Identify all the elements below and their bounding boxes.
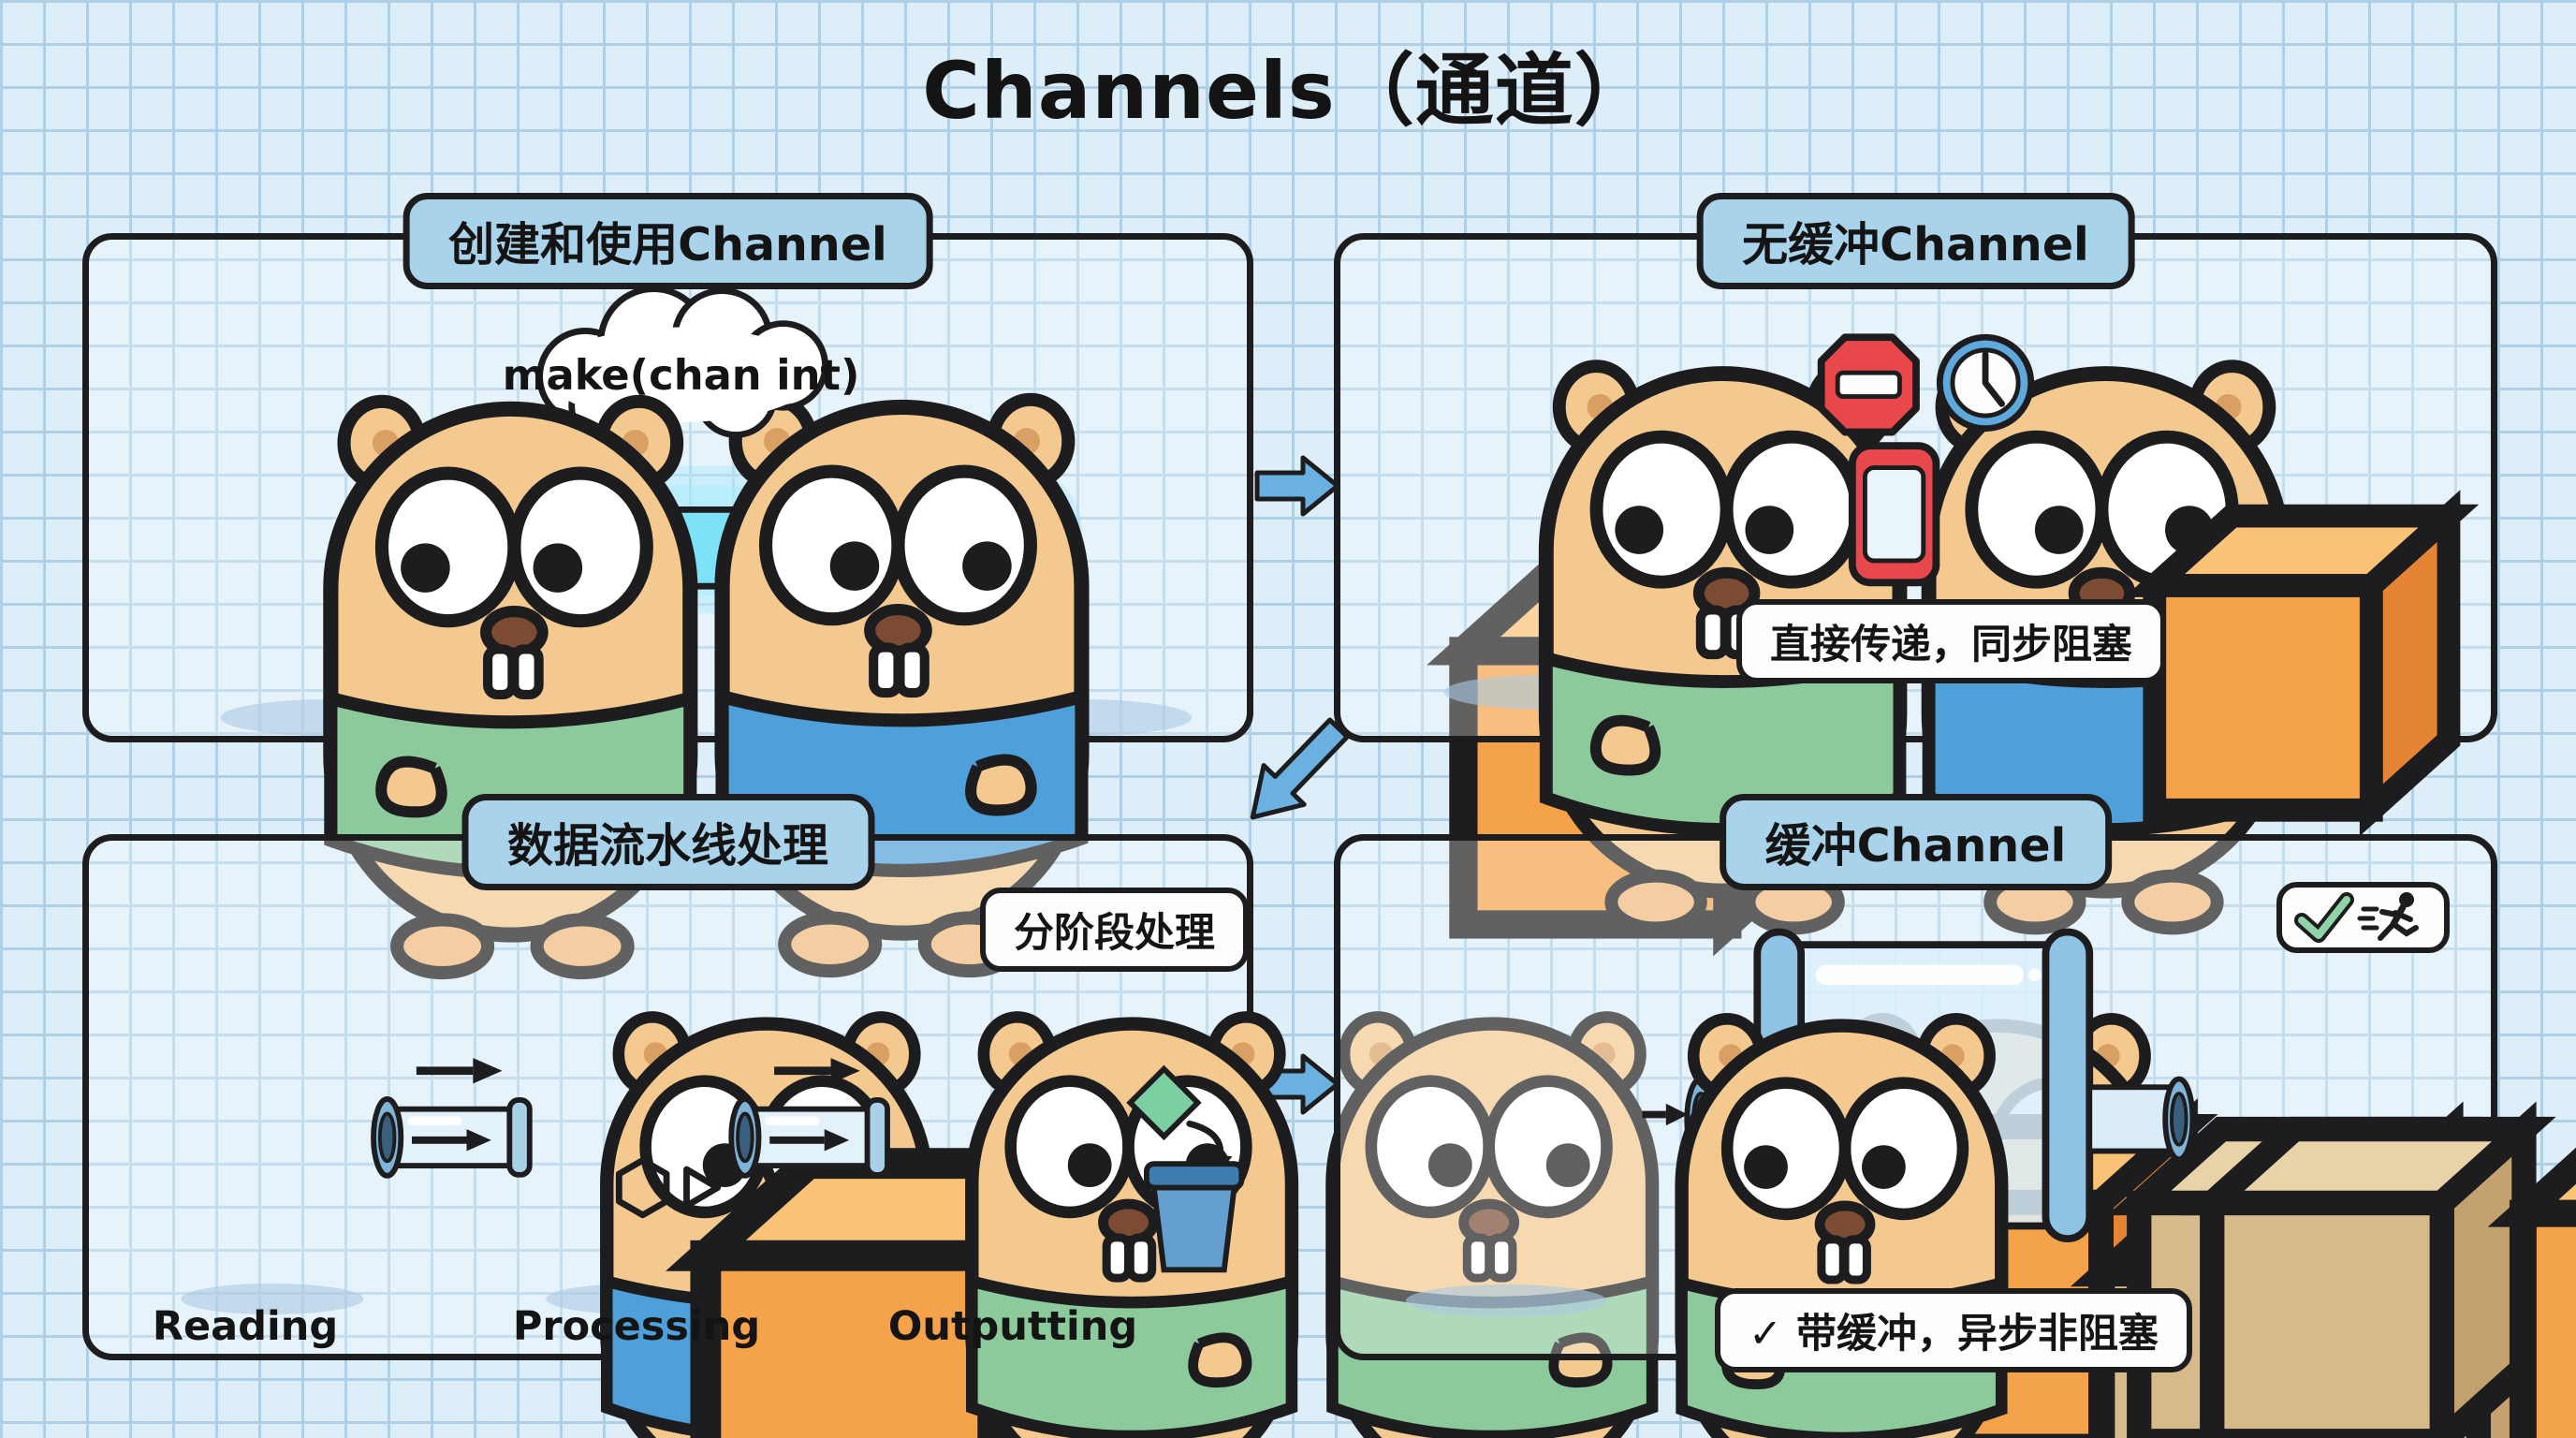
caption-check-glyph: ✓ xyxy=(1749,1311,1783,1357)
arrow-unbuffered-to-pipeline xyxy=(1250,717,1350,820)
buffered-channel-scene xyxy=(1405,928,2491,1354)
receiver-gopher-green xyxy=(1682,1019,2002,1438)
clock-icon xyxy=(1936,333,2035,433)
data-box-orange xyxy=(2155,516,2449,810)
pipeline-scene xyxy=(181,841,1247,1354)
processing-gopher-green xyxy=(972,1017,1292,1438)
outlet-pipe xyxy=(2086,1076,2196,1163)
gopher-shadow xyxy=(1405,1284,1607,1317)
pipe-valve-with-box xyxy=(1848,442,2449,810)
check-runner-icons xyxy=(2293,892,2419,943)
gopher-shadow xyxy=(181,1283,364,1315)
flow-arrow xyxy=(1642,1103,1689,1126)
unbuffered-caption: 直接传递，同步阻塞 xyxy=(1736,599,2166,683)
stage-label-processing: Processing xyxy=(512,1303,761,1350)
pipeline-panel-title-badge: 数据流水线处理 xyxy=(461,794,875,890)
create-channel-scene: make(chan int) xyxy=(220,286,1247,736)
buffered-caption: ✓ 带缓冲，异步非阻塞 xyxy=(1715,1288,2193,1372)
stage-label-reading: Reading xyxy=(152,1303,339,1350)
buffered-crate xyxy=(2212,1129,2524,1438)
stage-label-outputting: Outputting xyxy=(887,1303,1138,1350)
buffered-panel-title-badge: 缓冲Channel xyxy=(1719,794,2113,890)
pipeline-pipe-1 xyxy=(371,1096,533,1179)
arrow-create-to-unbuffered xyxy=(1254,455,1340,517)
create-panel-title-badge: 创建和使用Channel xyxy=(402,193,933,289)
stop-sign-icon xyxy=(1817,333,1920,436)
pipeline-pipe-2 xyxy=(728,1096,890,1179)
flow-arrow xyxy=(416,1058,503,1084)
unbuffered-channel-scene xyxy=(1443,333,2491,736)
output-bucket xyxy=(1144,1161,1245,1273)
caption-text: 带缓冲，异步非阻塞 xyxy=(1796,1311,2159,1357)
panel-unbuffered-channel: 无缓冲Channel 直接传递，同步阻塞 xyxy=(1334,193,2497,742)
panel-buffered-channel: 缓冲Channel xyxy=(1334,794,2497,1360)
pipeline-tag: 分阶段处理 xyxy=(980,888,1249,972)
process-emblem xyxy=(615,1156,722,1219)
check-icon xyxy=(2293,892,2354,943)
result-diamond xyxy=(1126,1064,1202,1141)
panel-data-pipeline: 数据流水线处理 xyxy=(82,794,1253,1360)
check-runner-badge xyxy=(2276,882,2450,953)
flow-arrow xyxy=(774,1058,860,1084)
runner-icon xyxy=(2357,892,2419,941)
panel-create-channel: 创建和使用Channel make(chan int) xyxy=(82,193,1253,742)
thought-text: make(chan int) xyxy=(503,350,860,400)
page-title: Channels（通道） xyxy=(922,45,1654,137)
unbuffered-panel-title-badge: 无缓冲Channel xyxy=(1696,193,2135,289)
